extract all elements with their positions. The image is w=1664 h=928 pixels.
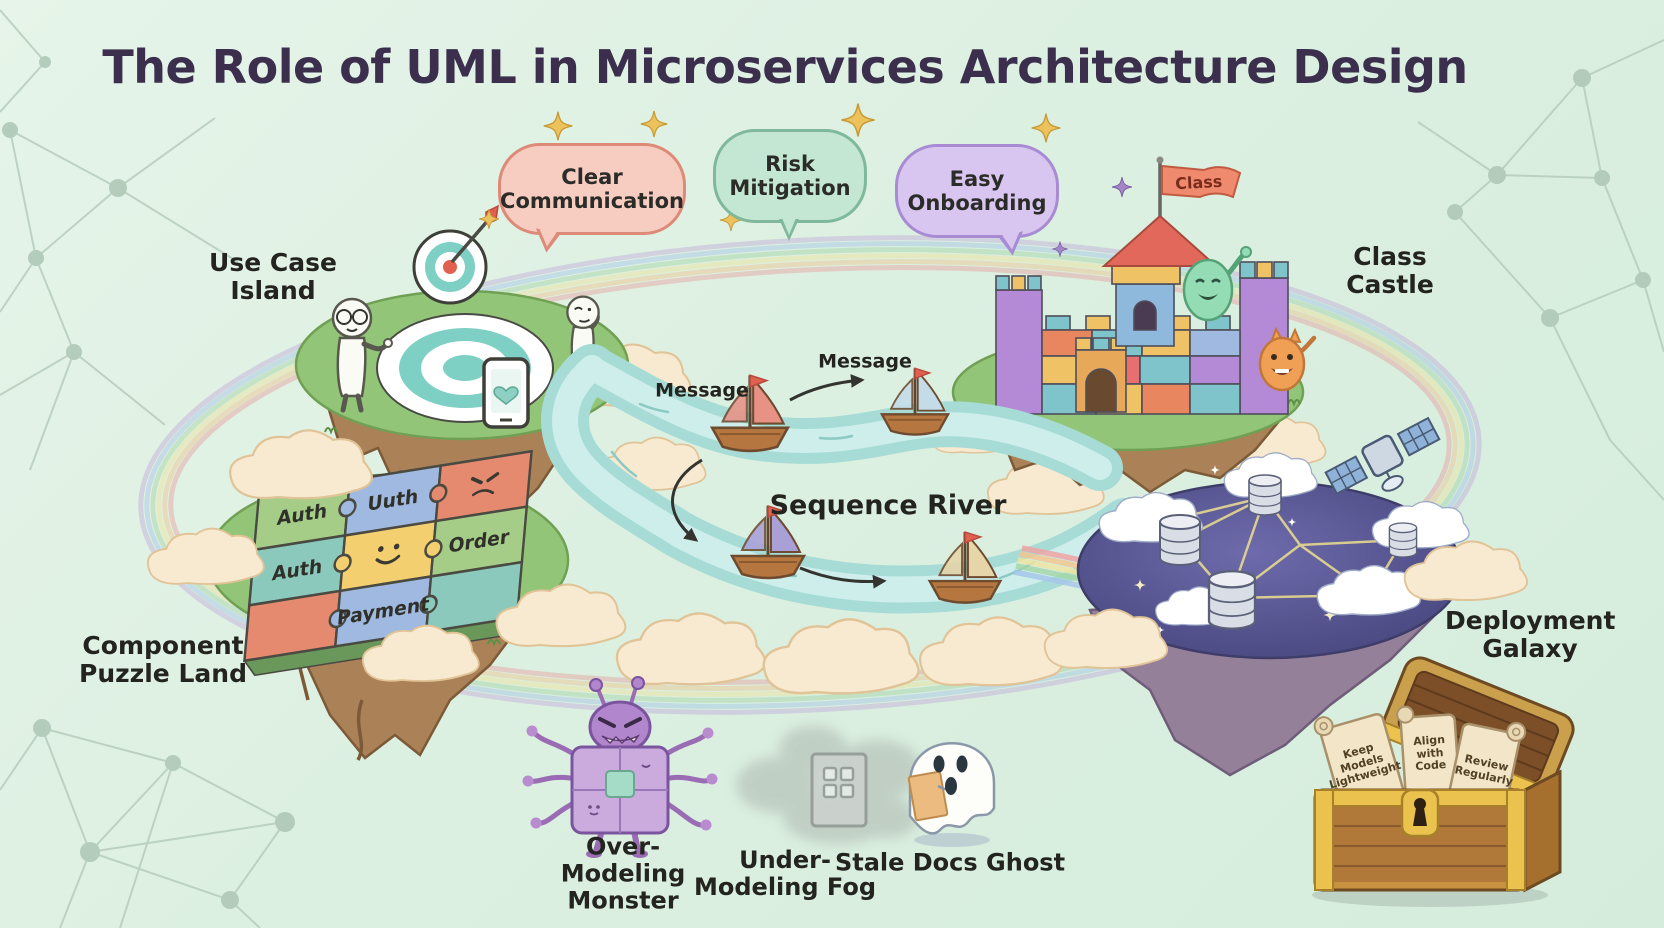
benefit-bubble-clear-communication: Clear Communication (498, 143, 686, 255)
message-label-upper: Message (655, 379, 749, 402)
deployment-galaxy-label: Deployment Galaxy (1445, 606, 1616, 663)
green-blob-character (1182, 246, 1252, 322)
boat-blue (880, 366, 950, 436)
message-arrows (670, 374, 887, 589)
benefit-label-easy-onboarding: Easy Onboarding (907, 166, 1047, 215)
deployment-galaxy-island (1076, 416, 1470, 777)
chest-base (1313, 769, 1562, 893)
network-pattern-bottom-left (0, 719, 295, 928)
puzzle-angry-face (470, 472, 500, 497)
stale-docs-ghost-icon (907, 742, 996, 847)
sequence-river (541, 344, 1149, 614)
satellite-icon (1324, 416, 1441, 496)
benefit-label-risk-mitigation: Risk Mitigation (729, 151, 851, 200)
component-puzzle-land-label: Component Puzzle Land (79, 631, 247, 688)
network-pattern-right (1417, 39, 1664, 501)
phone-icon (482, 357, 530, 429)
bubble-tail (782, 218, 796, 235)
sequence-river-label: Sequence River (769, 489, 1007, 521)
treasure-chest (1312, 656, 1575, 907)
class-castle-label: Class Castle (1346, 242, 1434, 299)
target-icon (412, 204, 499, 305)
over-modeling-monster-icon (522, 676, 718, 858)
galaxy-network-lines (1149, 495, 1405, 600)
under-modeling-fog-icon (736, 726, 922, 844)
class-flag: Class (1156, 156, 1242, 216)
over-modeling-monster-label: Over-Modeling Monster (560, 832, 686, 915)
use-case-island-label: Use Case Island (209, 248, 337, 305)
puzzle-smiley-face (375, 543, 401, 565)
class-flag-label: Class (1175, 172, 1223, 193)
network-pattern-left (0, 9, 239, 471)
stale-docs-ghost-label: Stale Docs Ghost (834, 848, 1066, 877)
orange-blob-character (1258, 326, 1317, 392)
page-title: The Role of UML in Microservices Archite… (102, 40, 1468, 94)
under-modeling-fog-label: Under-Modeling Fog (694, 846, 876, 901)
message-label-lower: Message (818, 350, 912, 373)
benefit-label-clear-communication: Clear Communication (500, 164, 684, 213)
scroll-align-with-code: Align with Code (1412, 732, 1447, 774)
block-castle (995, 214, 1289, 415)
benefit-bubble-easy-onboarding: Easy Onboarding (895, 144, 1059, 258)
benefit-bubble-risk-mitigation: Risk Mitigation (713, 129, 867, 241)
stick-figure-glasses (331, 297, 393, 413)
